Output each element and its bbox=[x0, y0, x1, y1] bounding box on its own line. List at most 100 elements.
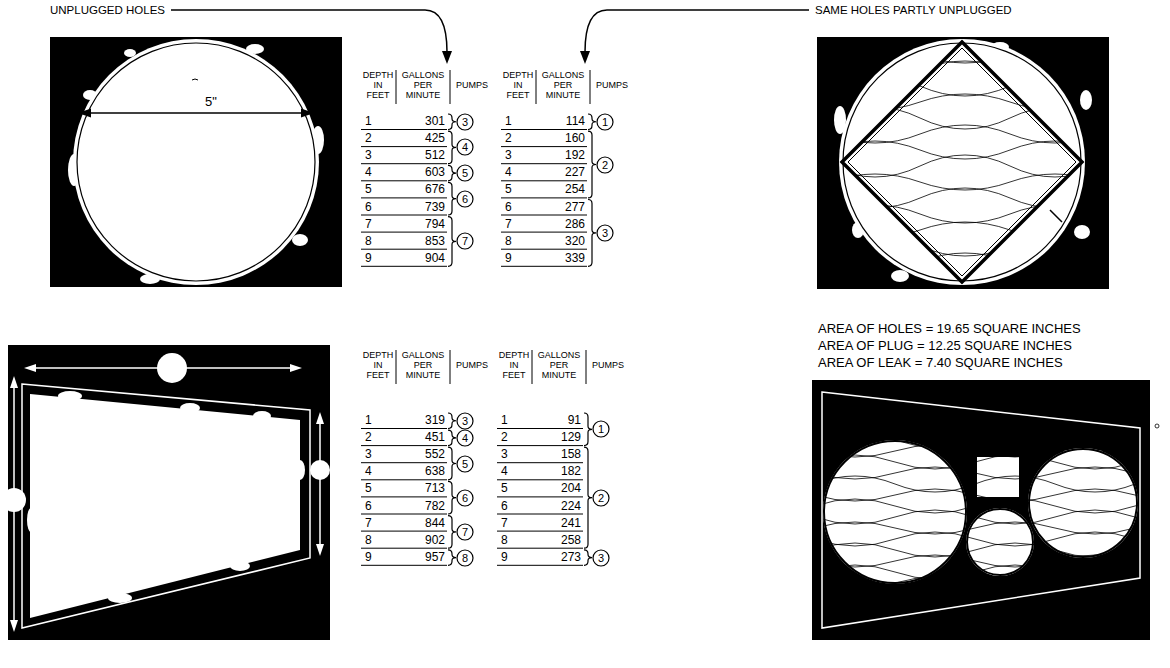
depth-value: 9 bbox=[365, 252, 372, 265]
circle-outline bbox=[457, 456, 473, 472]
flow-value: 552 bbox=[398, 448, 445, 461]
flow-value: 301 bbox=[398, 115, 445, 128]
row-rule bbox=[361, 180, 447, 181]
depth-value: 8 bbox=[365, 235, 372, 248]
pump-count: 4 bbox=[456, 429, 474, 447]
pump-count-circle: 3 bbox=[456, 412, 474, 430]
pump-count-circle: 7 bbox=[456, 232, 474, 250]
flow-value: 286 bbox=[538, 218, 585, 231]
depth-value: 4 bbox=[505, 166, 512, 179]
depth-value: 1 bbox=[505, 115, 512, 128]
flow-value: 713 bbox=[398, 482, 445, 495]
flow-value: 114 bbox=[538, 115, 585, 128]
pump-count: 7 bbox=[456, 523, 474, 541]
pump-count-circle: 5 bbox=[456, 164, 474, 182]
table-header: PUMPS bbox=[452, 80, 492, 90]
row-rule bbox=[501, 249, 587, 250]
row-rule bbox=[497, 496, 583, 497]
depth-value: 7 bbox=[365, 218, 372, 231]
row-rule bbox=[361, 232, 447, 233]
row-brace bbox=[448, 114, 456, 130]
depth-value: 6 bbox=[505, 201, 512, 214]
pump-count-circle: 3 bbox=[596, 224, 614, 242]
pump-count: 7 bbox=[456, 232, 474, 250]
row-rule bbox=[501, 129, 587, 130]
callout-label: UNPLUGGED HOLES bbox=[50, 4, 165, 17]
flow-value: 129 bbox=[534, 431, 581, 444]
flow-value: 277 bbox=[538, 201, 585, 214]
circle-outline bbox=[597, 157, 613, 173]
pump-count-circle: 5 bbox=[456, 455, 474, 473]
row-brace bbox=[588, 114, 596, 130]
flow-value: 160 bbox=[538, 132, 585, 145]
row-rule bbox=[497, 565, 583, 566]
row-rule bbox=[497, 428, 583, 429]
table-header: GALLONS PER MINUTE bbox=[398, 350, 448, 380]
pump-count: 6 bbox=[456, 489, 474, 507]
pump-count-circle: 2 bbox=[596, 156, 614, 174]
depth-value: 7 bbox=[365, 517, 372, 530]
pump-count: 1 bbox=[596, 113, 614, 131]
depth-value: 1 bbox=[365, 115, 372, 128]
depth-value: 2 bbox=[501, 431, 508, 444]
circle-outline bbox=[457, 524, 473, 540]
flow-value: 844 bbox=[398, 517, 445, 530]
depth-value: 7 bbox=[505, 218, 512, 231]
circle-outline bbox=[593, 421, 609, 437]
depth-value: 4 bbox=[365, 465, 372, 478]
circle-outline bbox=[457, 114, 473, 130]
table-header: DEPTH IN FEET bbox=[498, 350, 530, 380]
table-header: PUMPS bbox=[452, 360, 492, 370]
row-brace bbox=[448, 217, 456, 267]
column-rule bbox=[532, 350, 533, 384]
pump-count: 1 bbox=[592, 420, 610, 438]
row-rule bbox=[361, 129, 447, 130]
pump-count: 3 bbox=[456, 113, 474, 131]
flow-value: 676 bbox=[398, 183, 445, 196]
circle-outline bbox=[457, 413, 473, 429]
depth-value: 2 bbox=[505, 132, 512, 145]
arrow-head bbox=[580, 51, 590, 64]
leader-line bbox=[171, 10, 447, 52]
row-brace bbox=[588, 131, 596, 198]
round-hole-photo bbox=[50, 37, 342, 287]
row-rule bbox=[361, 146, 447, 147]
table-header: GALLONS PER MINUTE bbox=[538, 70, 588, 100]
circle-outline bbox=[593, 490, 609, 506]
flow-value: 782 bbox=[398, 500, 445, 513]
flow-value: 957 bbox=[398, 551, 445, 564]
row-rule bbox=[501, 163, 587, 164]
depth-value: 6 bbox=[365, 500, 372, 513]
table-header: PUMPS bbox=[592, 80, 632, 90]
area-note: AREA OF LEAK = 7.40 SQUARE INCHES bbox=[818, 356, 1063, 370]
row-rule bbox=[361, 565, 447, 566]
row-brace bbox=[448, 550, 456, 566]
table-header: DEPTH IN FEET bbox=[362, 70, 394, 100]
column-rule bbox=[396, 350, 397, 384]
depth-value: 3 bbox=[365, 448, 372, 461]
row-rule bbox=[501, 215, 587, 216]
flow-value: 254 bbox=[538, 183, 585, 196]
row-rule bbox=[361, 496, 447, 497]
pump-count-circle: 4 bbox=[456, 429, 474, 447]
table-header: PUMPS bbox=[588, 360, 628, 370]
flow-value: 192 bbox=[538, 149, 585, 162]
row-rule bbox=[361, 514, 447, 515]
row-rule bbox=[497, 462, 583, 463]
row-brace bbox=[448, 182, 456, 215]
table-header: GALLONS PER MINUTE bbox=[398, 70, 448, 100]
arrow-head bbox=[442, 51, 452, 64]
depth-value: 1 bbox=[501, 414, 508, 427]
flow-value: 739 bbox=[398, 201, 445, 214]
column-rule bbox=[396, 70, 397, 104]
circle-outline bbox=[457, 139, 473, 155]
column-rule bbox=[536, 70, 537, 104]
depth-value: 4 bbox=[365, 166, 372, 179]
row-rule bbox=[361, 249, 447, 250]
area-note: AREA OF PLUG = 12.25 SQUARE INCHES bbox=[818, 339, 1072, 353]
pump-count-circle: 6 bbox=[456, 190, 474, 208]
row-brace bbox=[448, 430, 456, 446]
depth-value: 8 bbox=[501, 534, 508, 547]
circle-outline bbox=[457, 233, 473, 249]
